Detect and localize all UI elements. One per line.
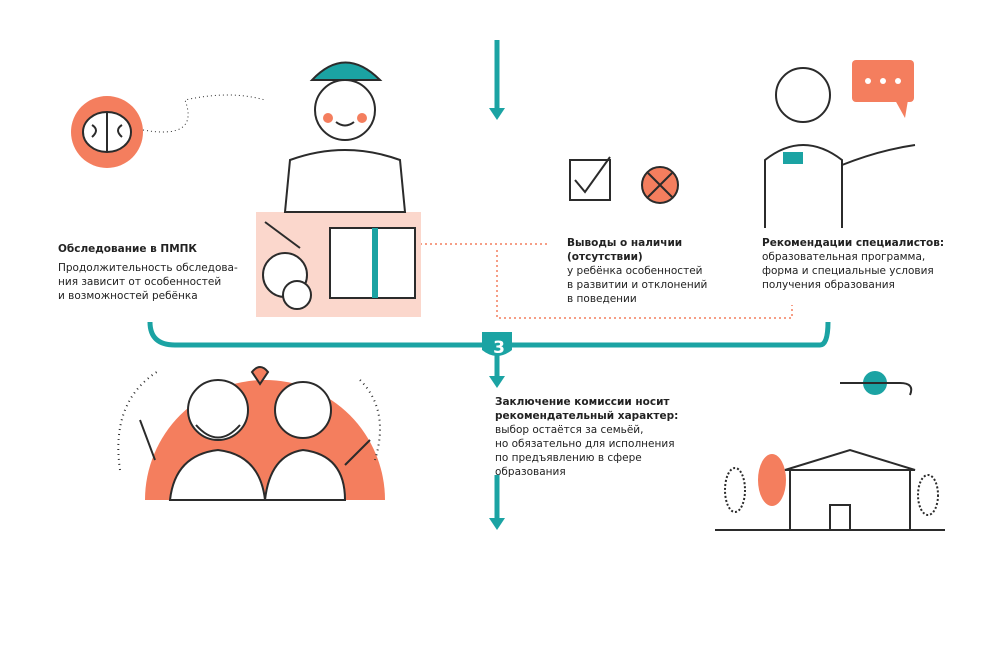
- recommendations-line: получения образования: [762, 279, 895, 291]
- verdict-title: Заключение комиссии носит: [495, 396, 670, 408]
- survey-line: ния зависит от особенностей: [58, 276, 222, 288]
- conclusions-block: Выводы о наличии (отсутствии) у ребёнка …: [567, 236, 737, 306]
- brain-icon: [71, 94, 266, 168]
- verdict-line: выбор остаётся за семьёй,: [495, 424, 644, 436]
- survey-line: Продолжительность обследова-: [58, 262, 238, 274]
- survey-line: и возможностей ребёнка: [58, 290, 198, 302]
- dotted-connectors: [420, 243, 793, 319]
- verdict-line: образования: [495, 466, 566, 478]
- survey-title: Обследование в ПМПК: [58, 243, 198, 255]
- verdict-line: но обязательно для исполнения: [495, 438, 675, 450]
- conclusions-title: (отсутствии): [567, 251, 643, 263]
- child-at-desk-illustration: [256, 61, 421, 317]
- verdict-block: Заключение комиссии носит рекомендательн…: [495, 395, 695, 479]
- family-illustration: [117, 366, 385, 501]
- verdict-title: рекомендательный характер:: [495, 410, 679, 422]
- conclusions-line: у ребёнка особенностей: [567, 265, 703, 277]
- survey-block: Обследование в ПМПК Продолжительность об…: [58, 242, 248, 303]
- arrow-icons: [482, 108, 512, 530]
- conclusions-title: Выводы о наличии: [567, 237, 683, 249]
- recommendations-block: Рекомендации специалистов: образовательн…: [762, 236, 962, 292]
- conclusions-line: в развитии и отклонений: [567, 279, 708, 291]
- recommendations-line: образовательная программа,: [762, 251, 926, 263]
- step-number: 3: [493, 338, 505, 358]
- recommendations-title: Рекомендации специалистов:: [762, 237, 945, 249]
- school-illustration: [715, 371, 945, 531]
- check-and-cross-icons: [569, 156, 679, 204]
- recommendations-line: форма и специальные условия: [762, 265, 934, 277]
- conclusions-line: в поведении: [567, 293, 637, 305]
- specialist-illustration: [764, 60, 916, 228]
- verdict-line: по предъявлению в сфере: [495, 452, 642, 464]
